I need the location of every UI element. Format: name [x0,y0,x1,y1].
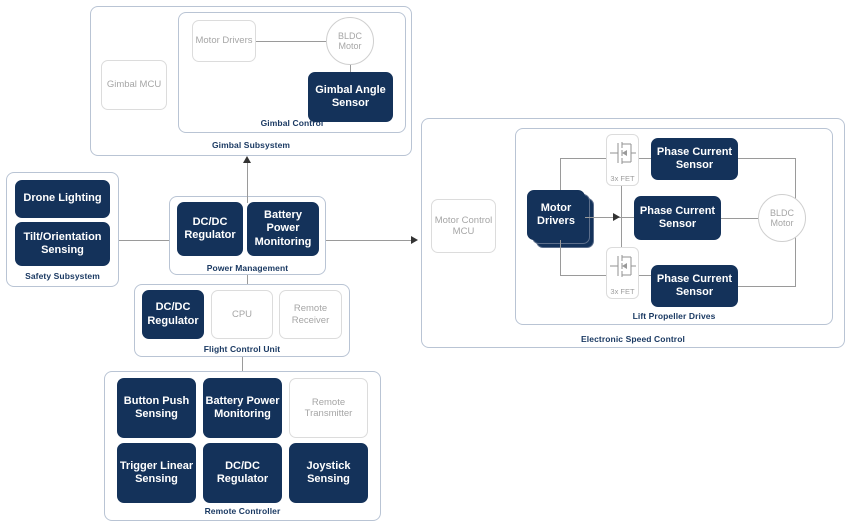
connector-esc-to-fet-bottom [560,275,606,276]
block-gimbal-mcu[interactable]: Gimbal MCU [101,60,167,110]
mosfet-icon [609,142,636,164]
connector-right-bus-lower [795,218,796,286]
block-fcu-dcdc-regulator[interactable]: DC/DC Regulator [142,290,204,339]
block-drone-lighting[interactable]: Drone Lighting [15,180,110,218]
block-remote-dcdc-regulator[interactable]: DC/DC Regulator [203,443,282,503]
connector-sensor-mid-to-motor [721,218,758,219]
panel-label-electronic-speed-control: Electronic Speed Control [581,334,685,344]
block-remote-transmitter[interactable]: Remote Transmitter [289,378,368,438]
connector-fet-bottom-to-sensor [639,275,651,276]
connector-esc-bus-left-upper [560,158,561,190]
block-motor-control-mcu[interactable]: Motor Control MCU [431,199,496,253]
block-phase-current-sensor-mid[interactable]: Phase Current Sensor [634,196,721,240]
arrow-right-to-esc [411,236,418,244]
block-fcu-remote-receiver[interactable]: Remote Receiver [279,290,342,339]
connector-esc-fet-col-upper [621,186,622,217]
block-phase-current-sensor-bottom[interactable]: Phase Current Sensor [651,265,738,307]
arrow-up-to-gimbal [243,156,251,163]
block-button-push-sensing[interactable]: Button Push Sensing [117,378,196,438]
fet-bottom-label: 3x FET [610,287,635,296]
panel-label-flight-control-unit: Flight Control Unit [203,344,281,354]
fet-top-label: 3x FET [610,174,635,183]
block-gimbal-motor-drivers[interactable]: Motor Drivers [192,20,256,62]
connector-power-to-gimbal [247,163,248,203]
block-gimbal-bldc-motor[interactable]: BLDC Motor [326,17,374,65]
panel-electronic-speed-control [421,118,845,348]
panel-gimbal-subsystem [90,6,412,156]
panel-label-power-management: Power Management [206,263,289,273]
panel-label-gimbal-subsystem: Gimbal Subsystem [211,140,291,150]
arrow-right-esc-mid [613,213,620,221]
connector-sensor-top-to-bus [738,158,796,159]
connector-gimbal-motor-to-sensor [350,65,351,73]
block-esc-bldc-motor[interactable]: BLDC Motor [758,194,806,242]
block-remote-battery-power-monitoring[interactable]: Battery Power Monitoring [203,378,282,438]
connector-right-bus-upper [795,158,796,218]
panel-label-safety-subsystem: Safety Subsystem [25,271,100,281]
panel-remote-controller [104,371,381,521]
panel-label-gimbal-control: Gimbal Control [260,118,324,128]
panel-label-lift-propeller-drives: Lift Propeller Drives [632,311,716,321]
block-fet-bottom[interactable]: 3x FET [606,247,639,299]
panel-label-remote-controller: Remote Controller [204,506,281,516]
block-joystick-sensing[interactable]: Joystick Sensing [289,443,368,503]
connector-esc-fet-col-lower [621,217,622,247]
connector-esc-to-fet-top [560,158,606,159]
block-battery-power-monitoring[interactable]: Battery Power Monitoring [247,202,319,256]
connector-power-to-fcu [247,275,248,284]
connector-safety-to-power [119,240,169,241]
connector-esc-drivers-to-mid-sensor [585,217,635,218]
block-fcu-cpu[interactable]: CPU [211,290,273,339]
block-gimbal-angle-sensor[interactable]: Gimbal Angle Sensor [308,72,393,122]
mosfet-icon [609,255,636,277]
panel-flight-control-unit [134,284,350,357]
connector-sensor-bottom-to-bus [738,286,796,287]
block-phase-current-sensor-top[interactable]: Phase Current Sensor [651,138,738,180]
panel-gimbal-control [178,12,406,133]
block-esc-motor-drivers[interactable]: Motor Drivers [527,190,585,240]
block-power-dcdc-regulator[interactable]: DC/DC Regulator [177,202,243,256]
connector-fcu-to-remote [242,357,243,371]
connector-fet-top-to-sensor [639,158,651,159]
connector-esc-bus-left-lower [560,240,561,275]
block-tilt-orientation-sensing[interactable]: Tilt/Orientation Sensing [15,222,110,266]
panel-safety-subsystem [6,172,119,287]
connector-power-to-esc [326,240,412,241]
block-trigger-linear-sensing[interactable]: Trigger Linear Sensing [117,443,196,503]
block-fet-top[interactable]: 3x FET [606,134,639,186]
panel-lift-propeller-drives [515,128,833,325]
connector-gimbal-drivers-to-motor [256,41,326,42]
